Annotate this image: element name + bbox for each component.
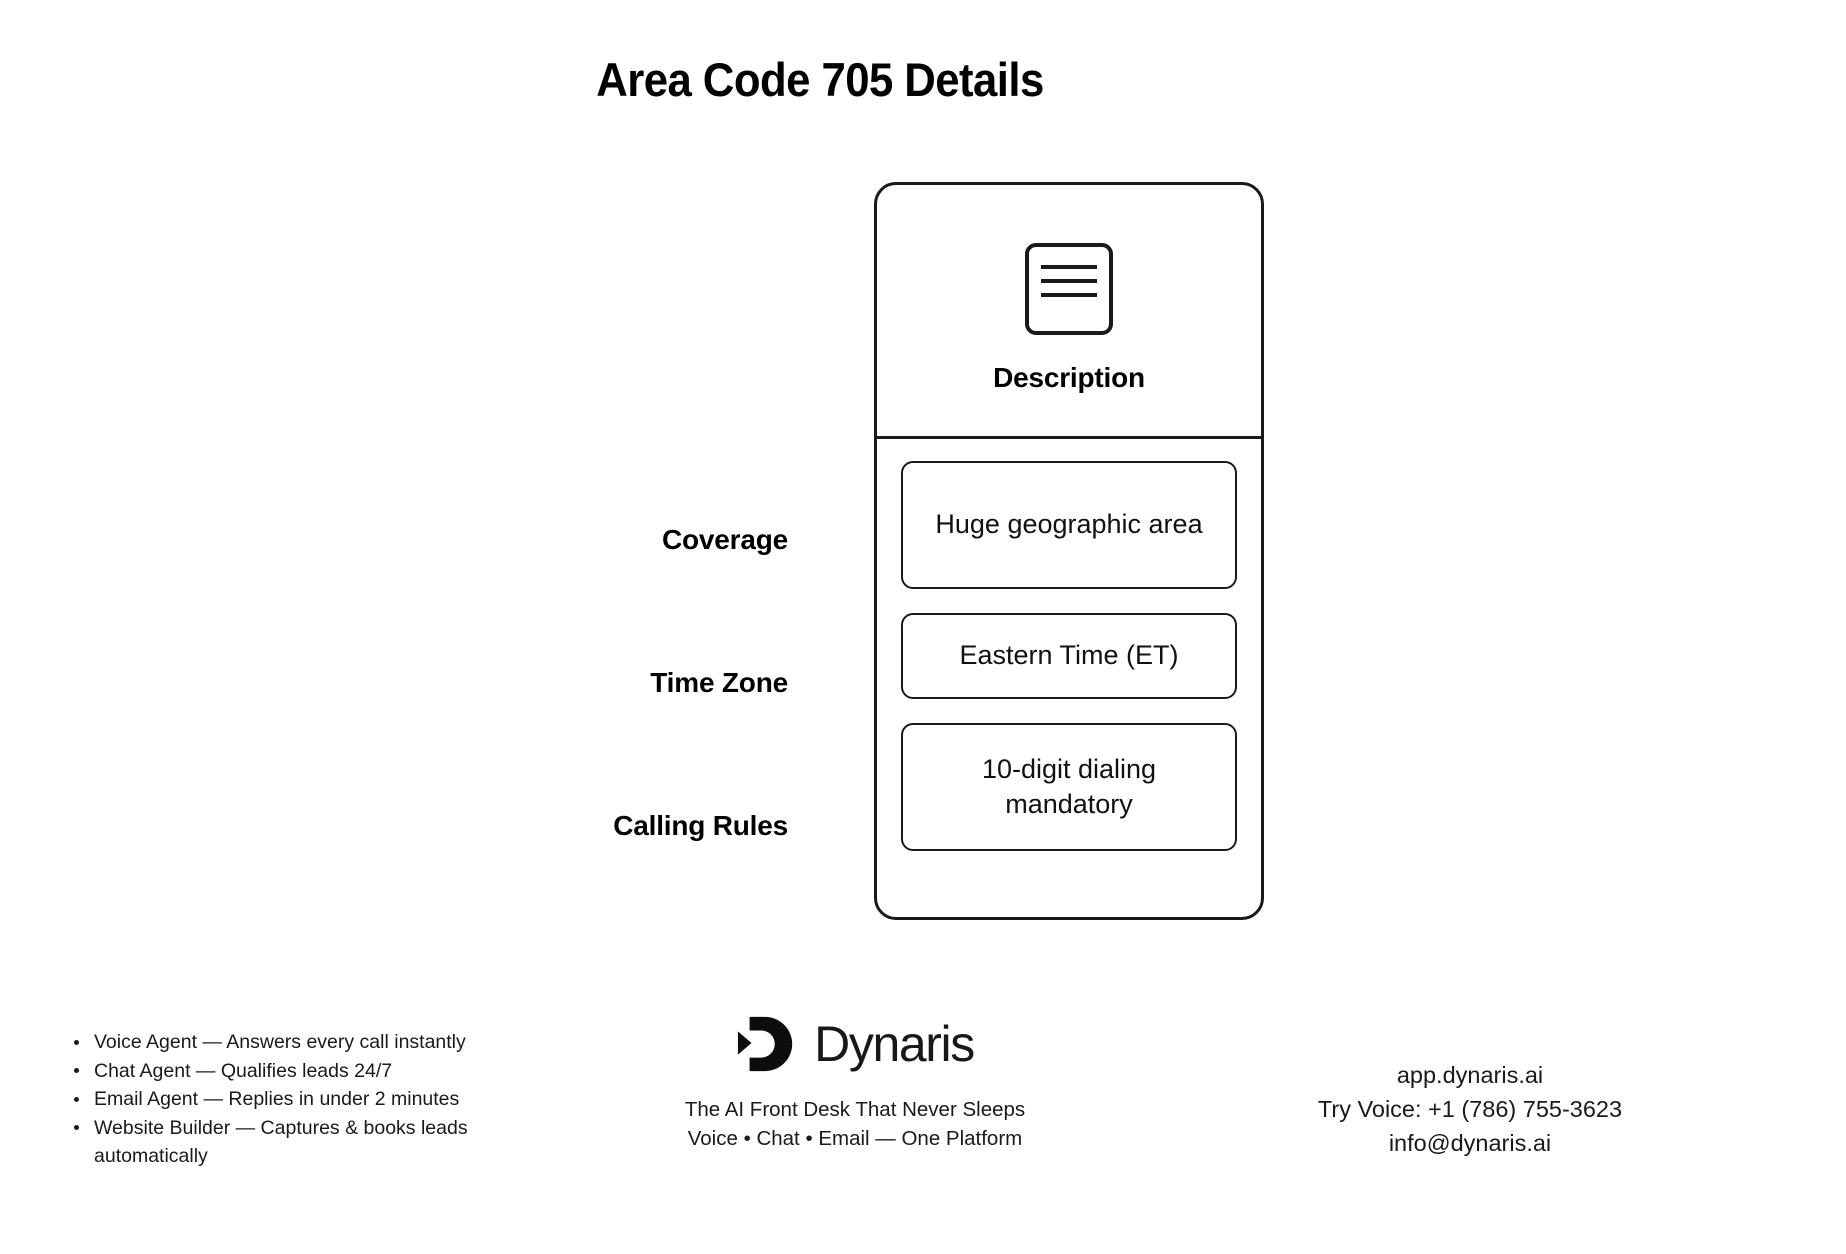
card-header: Description: [877, 185, 1261, 439]
row-label-coverage: Coverage: [661, 524, 788, 555]
contact-phone[interactable]: Try Voice: +1 (786) 755-3623: [1317, 1096, 1623, 1122]
brand-block: Dynaris The AI Front Desk That Never Sle…: [620, 1005, 1090, 1153]
contact-email[interactable]: info@dynaris.ai: [1388, 1130, 1552, 1156]
column-header-description: Description: [993, 362, 1145, 393]
card-body: Huge geographic area Eastern Time (ET) 1…: [877, 439, 1261, 875]
list-item: Chat Agent — Qualifies leads 24/7: [72, 1057, 542, 1086]
dynaris-d-mark-icon: [736, 1013, 798, 1075]
contact-block: app.dynaris.ai Try Voice: +1 (786) 755-3…: [1160, 1058, 1780, 1160]
details-card: Description Huge geographic area Eastern…: [874, 182, 1264, 920]
row-label-time-zone: Time Zone: [650, 667, 788, 698]
value-cell-calling-rules: 10-digit dialing mandatory: [901, 723, 1237, 851]
brand-tagline-line-2: Voice • Chat • Email — One Platform: [687, 1127, 1023, 1150]
list-item: Website Builder — Captures & books leads…: [72, 1114, 542, 1171]
document-lines-icon: [1019, 239, 1119, 339]
brand-tagline: The AI Front Desk That Never Sleeps Voic…: [620, 1095, 1090, 1153]
brand-name: Dynaris: [814, 1016, 975, 1072]
list-item: Voice Agent — Answers every call instant…: [72, 1028, 542, 1057]
feature-bullet-list: Voice Agent — Answers every call instant…: [72, 1028, 542, 1171]
page-title: Area Code 705 Details: [596, 53, 1044, 106]
row-label-calling-rules: Calling Rules: [613, 810, 788, 841]
brand-lockup: Dynaris: [620, 1005, 1090, 1083]
value-cell-time-zone: Eastern Time (ET): [901, 613, 1237, 699]
brand-tagline-line-1: The AI Front Desk That Never Sleeps: [684, 1098, 1026, 1121]
contact-website[interactable]: app.dynaris.ai: [1396, 1062, 1544, 1088]
list-item: Email Agent — Replies in under 2 minutes: [72, 1085, 542, 1114]
value-cell-coverage: Huge geographic area: [901, 461, 1237, 589]
